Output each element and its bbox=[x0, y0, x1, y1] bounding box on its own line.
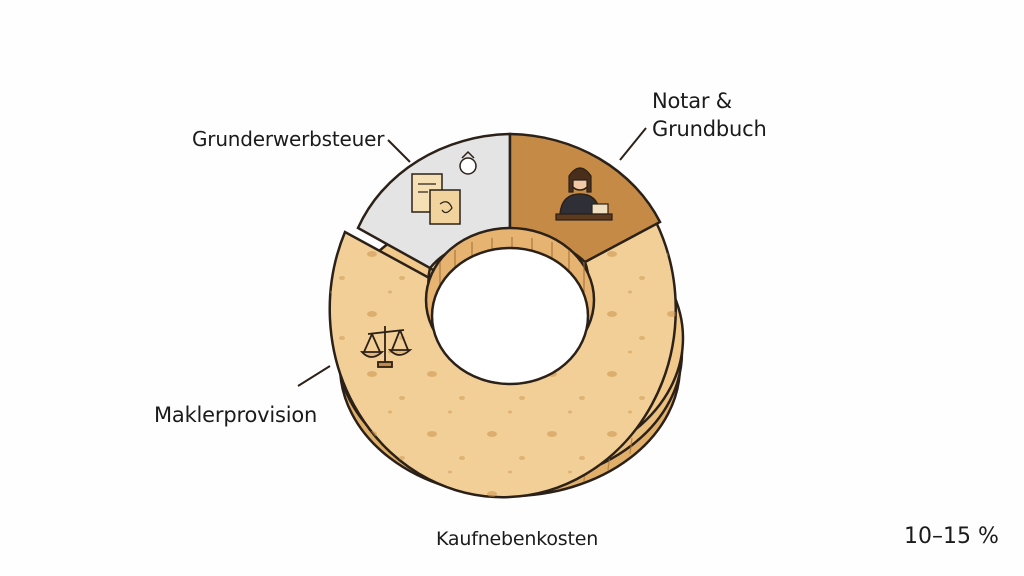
label-maklerprovision: Maklerprovision bbox=[154, 403, 318, 427]
cost-range: 10–15 % bbox=[904, 524, 999, 549]
tax-documents-icon bbox=[411, 150, 477, 225]
leader-lines bbox=[297, 127, 647, 387]
label-notar-grundbuch: Notar & Grundbuch bbox=[652, 89, 767, 141]
ring-hole bbox=[430, 246, 590, 386]
scales-icon bbox=[359, 326, 413, 368]
ring-top bbox=[328, 132, 677, 499]
notary-person-icon bbox=[555, 167, 613, 221]
diagram-caption: Kaufnebenkosten bbox=[436, 528, 599, 550]
label-grunderwerbsteuer: Grunderwerbsteuer bbox=[192, 127, 385, 151]
